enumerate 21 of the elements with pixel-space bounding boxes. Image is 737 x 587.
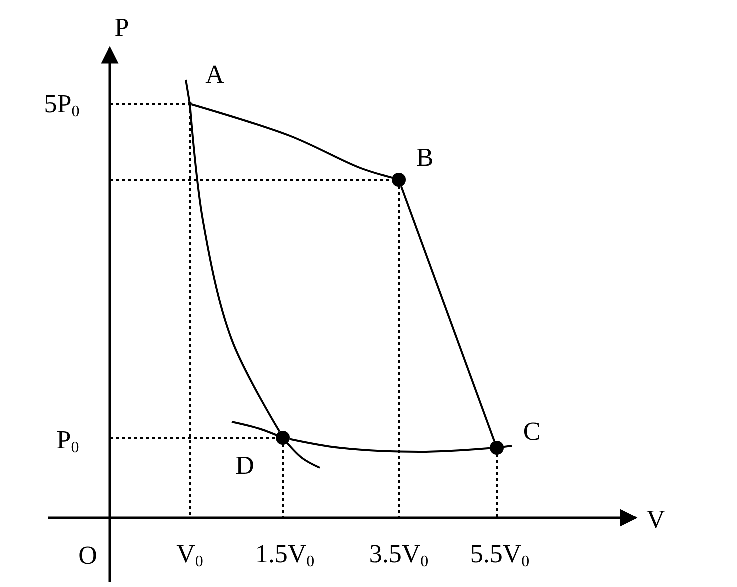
point-label: A (206, 62, 224, 88)
state-point (276, 431, 290, 445)
process-curve (400, 186, 496, 442)
origin-label: O (78, 543, 98, 569)
tick-label: 5.5V$_{0}$ (470, 542, 530, 570)
tick-label: P$_{0}$ (56, 428, 80, 456)
state-point (392, 173, 406, 187)
process-curve (192, 104, 393, 179)
tick-label: V$_{0}$ (176, 542, 204, 570)
tick-label: 1.5V$_{0}$ (255, 542, 315, 570)
axis-label: P (114, 15, 130, 41)
tick-label: 5P$_{0}$ (44, 92, 80, 120)
point-label: B (416, 145, 434, 171)
point-label: C (523, 419, 541, 445)
state-point (490, 441, 504, 455)
axis-label: V (646, 507, 666, 533)
state-point-mark (188, 102, 192, 106)
tick-label: 3.5V$_{0}$ (369, 542, 429, 570)
point-label: D (236, 453, 254, 479)
process-curve (189, 106, 281, 432)
process-curve (290, 438, 490, 453)
